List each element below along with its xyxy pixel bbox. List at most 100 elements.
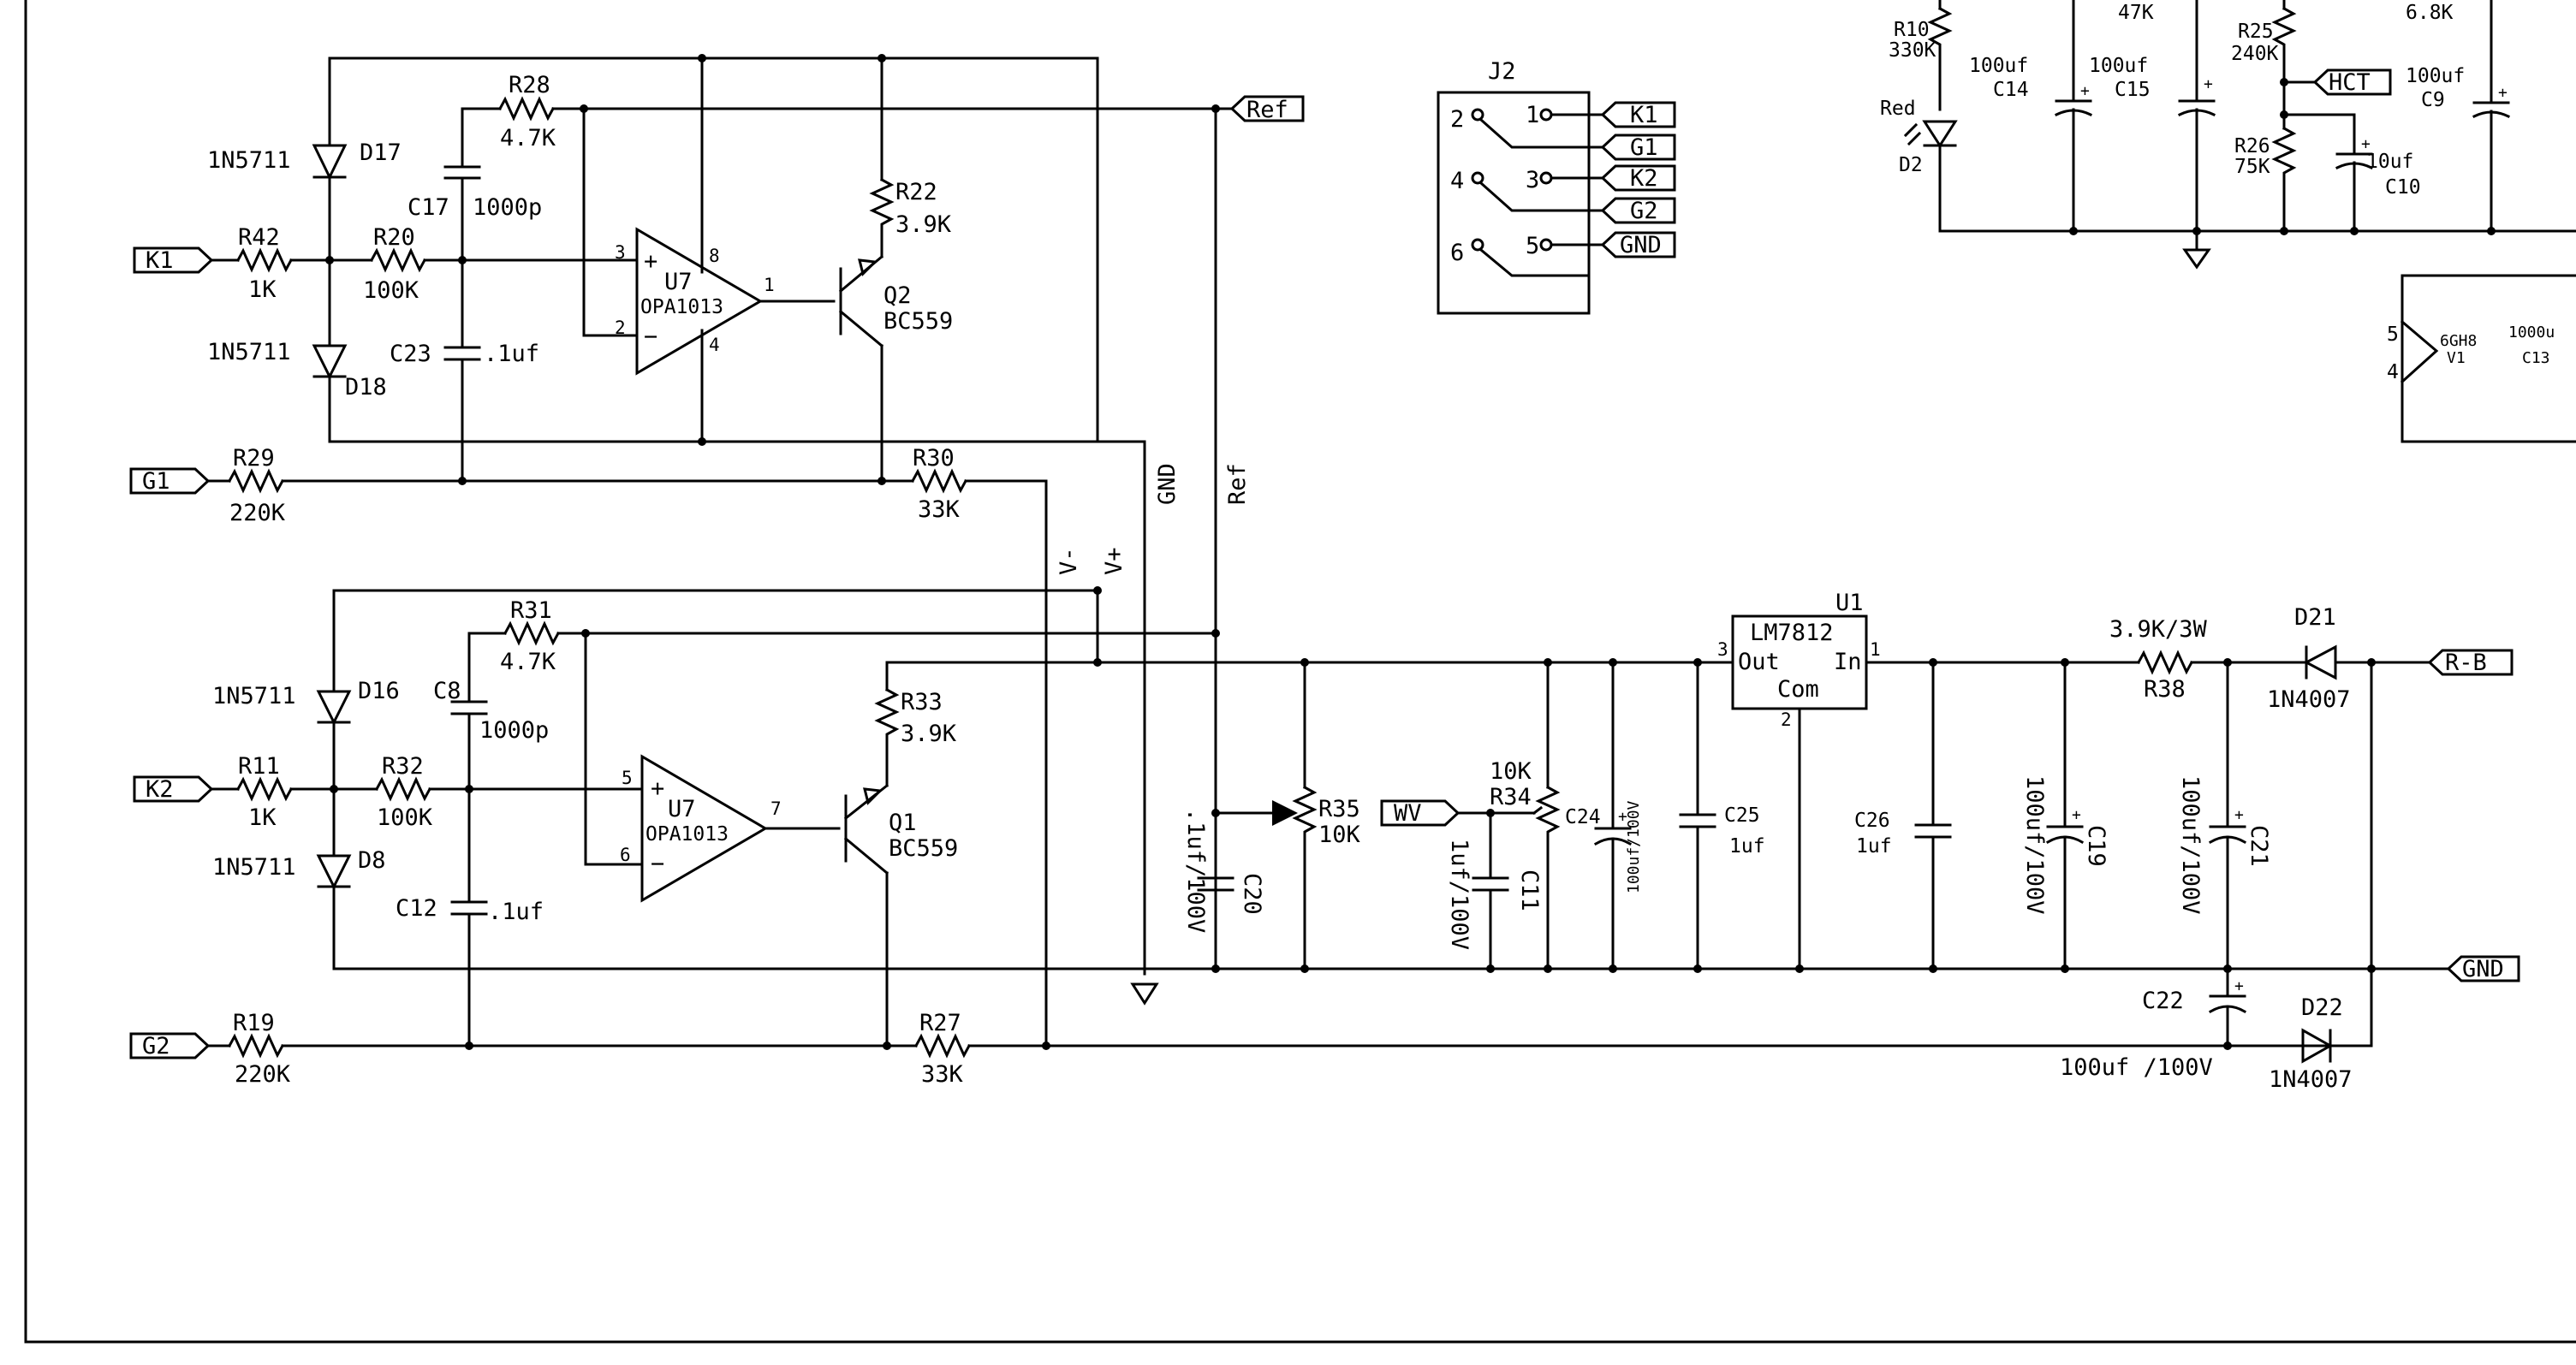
tube-v1 xyxy=(2400,274,2576,443)
bottom-channel: 1N5711 D16 1N5711 D8 K2 R11 1K R32 100K … xyxy=(129,586,2373,1088)
resistor-r27 xyxy=(913,1033,972,1059)
d18-ref: D18 xyxy=(345,374,387,401)
port-ref-label: Ref xyxy=(1246,97,1288,123)
c8-ref: C8 xyxy=(433,678,461,704)
r26-value: 75K xyxy=(2234,156,2270,178)
j2-pin4: 4 xyxy=(1450,168,1464,194)
d17-ref: D17 xyxy=(360,139,402,166)
resistor-r33 xyxy=(874,687,900,787)
r11-ref: R11 xyxy=(238,753,280,780)
c10-value: 10uf xyxy=(2366,151,2413,173)
c26-ref: C26 xyxy=(1854,810,1890,832)
port-g2-label: G2 xyxy=(142,1033,170,1059)
c25-value: 1uf xyxy=(1729,835,1765,858)
r26-ref: R26 xyxy=(2234,135,2270,157)
potentiometer-r34 xyxy=(1535,785,1561,970)
opamp-u7-b xyxy=(640,754,768,903)
port-gnd: GND xyxy=(2446,955,2520,982)
u1-pin3: 3 xyxy=(1717,639,1728,660)
resistor-r10 xyxy=(1927,6,1953,111)
transistor-q2 xyxy=(838,254,884,348)
port-ref: Ref xyxy=(1229,95,1305,123)
u1-pin2: 2 xyxy=(1781,709,1792,730)
resistor-r32 xyxy=(374,776,432,802)
u7b-ref: U7 xyxy=(668,796,696,822)
capacitor-c26 xyxy=(1914,823,1952,839)
led-d2 xyxy=(1922,120,1958,148)
capacitor-c25 xyxy=(1679,813,1716,828)
j2-k1: K1 xyxy=(1630,102,1658,128)
port-gnd-label: GND xyxy=(2462,956,2504,982)
c24-plus: + xyxy=(1618,808,1627,826)
c19-plus: + xyxy=(2072,806,2081,824)
c25-ref: C25 xyxy=(1724,804,1760,827)
j2-g1: G1 xyxy=(1630,134,1658,161)
r11-value: 1K xyxy=(248,804,277,831)
resistor-r30 xyxy=(910,468,968,494)
c21-plus: + xyxy=(2234,806,2244,824)
r35-value: 10K xyxy=(1318,822,1361,848)
resistor-r38 xyxy=(2136,650,2194,675)
c23-value: .1uf xyxy=(484,341,539,367)
top-right-section: R10 330K Red D2 100uf C14 + 100uf C15 + … xyxy=(1880,0,2576,443)
r68k-value: 6.8K xyxy=(2406,2,2454,24)
port-g1: G1 xyxy=(129,467,211,495)
u7b-pin5: 5 xyxy=(622,768,633,788)
d22-part: 1N4007 xyxy=(2269,1066,2353,1093)
c22-value: 100uf /100V xyxy=(2060,1054,2213,1081)
c22-ref: C22 xyxy=(2142,988,2184,1014)
resistor-r20 xyxy=(369,247,427,273)
d18-part: 1N5711 xyxy=(207,339,291,365)
v1-pin4: 4 xyxy=(2387,361,2399,383)
d8-ref: D8 xyxy=(358,847,386,874)
r31-ref: R31 xyxy=(510,597,552,624)
port-rb-label: R-B xyxy=(2445,650,2487,676)
r27-ref: R27 xyxy=(919,1010,961,1036)
opamp-u7-a xyxy=(635,227,763,376)
d21-part: 1N4007 xyxy=(2267,686,2351,713)
resistor-r22 xyxy=(869,177,895,258)
transistor-q1 xyxy=(843,783,889,875)
c10-plus: + xyxy=(2361,135,2371,153)
u7b-plus: + xyxy=(651,775,664,802)
q2-ref: Q2 xyxy=(883,282,912,309)
j2-pin5: 5 xyxy=(1526,233,1539,259)
u7a-pin4: 4 xyxy=(709,335,720,355)
r25-ref: R25 xyxy=(2238,21,2274,43)
c14-ref: C14 xyxy=(1993,79,2029,101)
capacitor-c23 xyxy=(443,346,481,361)
net-vminus: V- xyxy=(1056,547,1082,575)
r33-value: 3.9K xyxy=(901,721,957,747)
c14-value: 100uf xyxy=(1969,55,2028,77)
connector-j2: J2 2 1 4 3 6 5 K1 G1 K2 G2 GND xyxy=(1437,58,1676,315)
r22-value: 3.9K xyxy=(895,211,952,238)
r32-value: 100K xyxy=(377,804,433,831)
c24-ref: C24 xyxy=(1565,806,1601,828)
port-hct-label: HCT xyxy=(2329,69,2371,96)
q1-part: BC559 xyxy=(889,835,958,862)
u7a-pin2: 2 xyxy=(615,318,626,338)
r31-value: 4.7K xyxy=(500,649,556,675)
j2-k2: K2 xyxy=(1630,165,1658,192)
capacitor-c12 xyxy=(450,900,488,916)
r20-ref: R20 xyxy=(373,224,415,251)
potentiometer-r35 xyxy=(1292,785,1318,970)
c8-value: 1000p xyxy=(479,717,549,744)
diode-d8 xyxy=(316,854,352,890)
c15-value: 100uf xyxy=(2089,55,2148,77)
c12-value: .1uf xyxy=(488,899,544,925)
r38-value: 3.9K/3W xyxy=(2109,616,2208,643)
r10-ref: R10 xyxy=(1894,19,1930,41)
c22-plus: + xyxy=(2234,977,2244,995)
diode-d22 xyxy=(2301,1028,2334,1064)
c20-ref: C20 xyxy=(1239,873,1265,915)
u7a-plus: + xyxy=(644,248,657,275)
r42-ref: R42 xyxy=(238,224,280,251)
diode-d21 xyxy=(2303,644,2337,680)
port-k1-label: K1 xyxy=(146,247,174,274)
r34-value: 10K xyxy=(1490,758,1532,785)
c14-plus: + xyxy=(2080,82,2090,100)
c21-ref: C21 xyxy=(2246,825,2272,867)
u7a-ref: U7 xyxy=(664,269,693,295)
